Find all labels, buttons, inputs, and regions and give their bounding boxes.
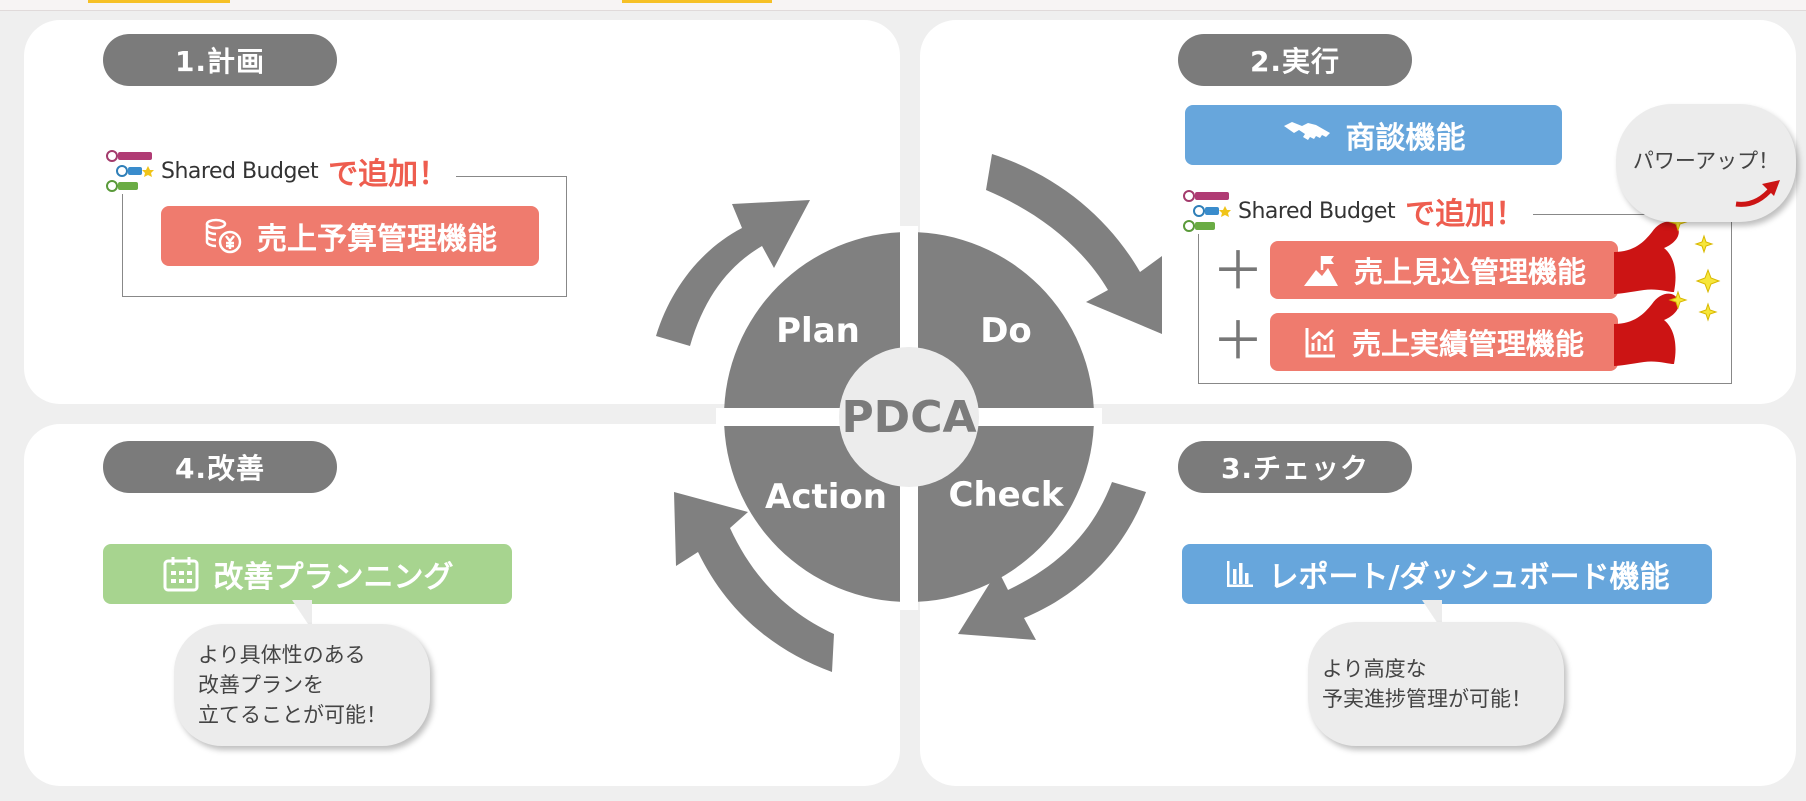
plus-icon: ＋ <box>1212 312 1265 372</box>
shared-budget-logo-icon <box>1180 188 1232 234</box>
step-do-label: 2.実行 <box>1178 34 1412 86</box>
step-plan-label: 1.計画 <box>103 34 337 86</box>
tab-indicator-1 <box>88 0 230 3</box>
report-bubble: より高度な 予実進捗管理が可能！ <box>1308 622 1564 746</box>
power-up-bubble: パワーアップ！ <box>1616 104 1796 222</box>
sales-actual-label: 売上実績管理機能 <box>1351 327 1584 361</box>
improvement-bubble: より具体性のある 改善プランを 立てることが可能！ <box>174 624 430 746</box>
negotiation-feature: 商談機能 <box>1185 105 1562 165</box>
shared-budget-name: Shared Budget <box>161 158 319 184</box>
improvement-line: より具体性のある <box>198 643 366 667</box>
report-line: より高度な <box>1322 657 1427 681</box>
cycle-arrow-plan-to-do <box>656 200 810 346</box>
calendar-icon <box>162 555 200 593</box>
cycle-arrow-action-to-plan <box>674 492 834 672</box>
pdca-check-label: Check <box>949 475 1065 515</box>
cycle-arrow-check-to-action <box>958 482 1146 640</box>
cycle-arrow-do-to-check <box>986 154 1162 334</box>
improvement-planning-feature: 改善プランニング <box>103 544 512 604</box>
improvement-line: 改善プランを <box>198 673 324 697</box>
sales-forecast-label: 売上見込管理機能 <box>1353 255 1586 289</box>
improvement-planning-label: 改善プランニング <box>213 560 454 595</box>
shared-budget-name: Shared Budget <box>1238 198 1396 224</box>
step-action-label: 4.改善 <box>103 441 337 493</box>
report-bubble-text: より高度な 予実進捗管理が可能！ <box>1322 654 1532 714</box>
pdca-do-label: Do <box>980 311 1032 351</box>
power-up-arrow-icon <box>1735 180 1780 207</box>
shared-budget-logo-icon <box>103 148 155 194</box>
power-up-text: パワーアップ！ <box>1632 149 1780 173</box>
report-dashboard-label: レポート/ダッシュボード機能 <box>1268 560 1670 595</box>
sales-forecast-feature: 売上見込管理機能 <box>1270 241 1618 299</box>
do-shared-budget-row: Shared Budget で追加！ <box>1180 188 1534 234</box>
muscle-arm-icon <box>1614 221 1679 366</box>
pdca-plan-label: Plan <box>776 311 860 351</box>
flag-mountain-icon <box>1302 252 1340 288</box>
sales-budget-feature: 売上予算管理機能 <box>161 206 539 266</box>
report-dashboard-feature: レポート/ダッシュボード機能 <box>1182 544 1712 604</box>
pdca-wheel <box>716 226 1102 610</box>
handshake-icon <box>1282 118 1332 152</box>
plan-shared-budget-row: Shared Budget で追加！ <box>103 148 457 194</box>
bar-chart-icon <box>1225 559 1255 589</box>
step-check-label: 3.チェック <box>1178 441 1412 493</box>
bubble-tail <box>292 600 312 630</box>
improvement-line: 立てることが可能！ <box>198 703 387 727</box>
improvement-bubble-text: より具体性のある 改善プランを 立てることが可能！ <box>198 640 387 730</box>
report-line: 予実進捗管理が可能！ <box>1322 687 1532 711</box>
top-bar <box>0 0 1806 11</box>
add-label: で追加！ <box>1405 197 1526 232</box>
negotiation-label: 商談機能 <box>1345 121 1466 156</box>
pdca-action-label: Action <box>765 477 887 517</box>
chart-line-icon <box>1304 325 1338 359</box>
coins-yen-icon <box>203 216 243 256</box>
tab-indicator-2 <box>622 0 772 3</box>
pdca-center-label: PDCA <box>841 392 976 443</box>
add-label: で追加！ <box>328 157 449 192</box>
sales-actual-feature: 売上実績管理機能 <box>1270 313 1618 371</box>
sales-budget-label: 売上予算管理機能 <box>257 222 497 257</box>
pdca-cycle-diagram: PDCA Plan Do Action Check <box>656 154 1162 672</box>
plus-icon: ＋ <box>1212 242 1265 302</box>
